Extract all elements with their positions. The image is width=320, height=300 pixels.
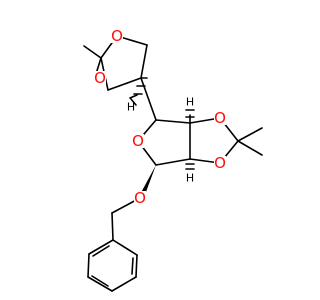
bond: [135, 254, 138, 278]
molecule-structure-diagram: O O O O O O H H H: [83, 27, 263, 292]
hash-bond: [130, 98, 137, 106]
label-background: [214, 111, 226, 125]
bond: [140, 44, 148, 79]
bond: [88, 239, 114, 255]
oxygen-atom-label: O: [214, 154, 226, 172]
bond: [111, 212, 114, 241]
bond: [131, 257, 134, 275]
bond: [155, 158, 191, 166]
label-background: [134, 191, 146, 205]
hash-bond: [129, 94, 138, 99]
atom-label-layer: O O O O O O: [94, 27, 226, 207]
hash-layer: [129, 77, 195, 170]
bond: [92, 245, 110, 257]
oxygen-atom-label: O: [132, 132, 144, 150]
bond: [112, 239, 138, 256]
bond: [155, 119, 191, 124]
bond: [87, 276, 113, 292]
oxygen-atom-label: O: [94, 69, 106, 87]
label-background: [132, 134, 144, 148]
oxygen-atom-label: O: [134, 189, 146, 207]
oxygen-atom-label: O: [111, 27, 123, 45]
hydrogen-atom-label: H: [186, 96, 194, 109]
oxygen-atom-label: O: [214, 109, 226, 127]
hydrogen-atom-label: H: [127, 101, 135, 114]
label-background: [94, 71, 106, 85]
bond: [91, 275, 109, 287]
bond-layer: [83, 35, 263, 292]
bond: [140, 77, 157, 121]
bond: [83, 45, 102, 59]
label-background: [214, 156, 226, 170]
bond: [87, 253, 90, 278]
label-background: [111, 29, 123, 43]
bond: [237, 140, 263, 156]
hydrogen-label-layer: H H H: [127, 96, 194, 185]
hydrogen-atom-label: H: [186, 172, 194, 185]
bond: [237, 127, 263, 142]
bond: [111, 276, 137, 292]
bond: [107, 77, 142, 91]
